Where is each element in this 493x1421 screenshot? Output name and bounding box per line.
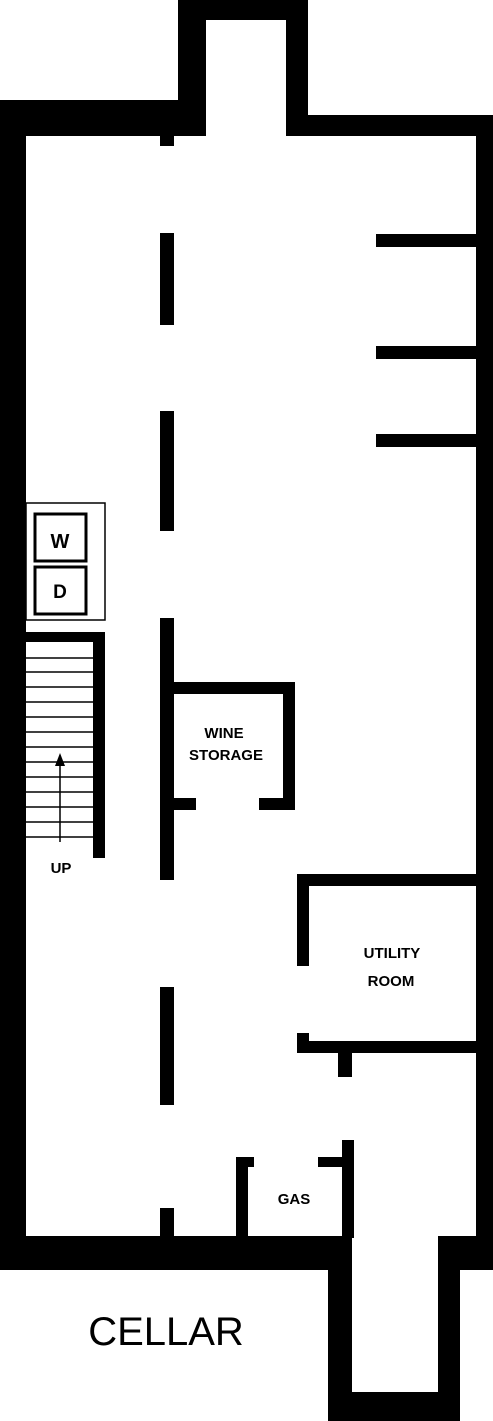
- stair-treads: [26, 657, 93, 838]
- wine-storage-label-line-1: WINE: [204, 725, 243, 742]
- stairs-arrow-icon: [55, 753, 65, 766]
- plan-title: CELLAR: [88, 1310, 244, 1354]
- bottom-ext-left-wall: [328, 1236, 352, 1421]
- bottom-ext-bottom-wall: [328, 1392, 460, 1421]
- utility-room-label-line-2: ROOM: [368, 973, 415, 990]
- gas-closet: [236, 1140, 354, 1238]
- wine-storage: [174, 682, 295, 810]
- top-left-wall: [0, 100, 183, 136]
- top-bump-top-wall: [178, 0, 308, 20]
- closet-dividers: [376, 234, 478, 447]
- stairs-side-wall: [93, 632, 105, 858]
- central-partition: [160, 136, 174, 1238]
- bottom-left-wall: [0, 1236, 352, 1270]
- right-wall: [476, 115, 493, 1270]
- washer-label: W: [51, 531, 70, 553]
- stairs: UP: [26, 632, 105, 877]
- dryer: [33, 565, 88, 616]
- top-bump-left-wall: [178, 0, 206, 136]
- left-wall: [0, 100, 26, 1270]
- wine-storage-label-line-2: STORAGE: [189, 747, 263, 764]
- stairs-label: UP: [51, 860, 72, 877]
- dryer-label: D: [53, 582, 67, 603]
- washer-dryer: W D: [25, 502, 106, 621]
- bottom-ext-right-wall: [438, 1236, 460, 1421]
- stairs-top-wall: [26, 632, 96, 642]
- top-bump-right-wall: [286, 0, 308, 136]
- utility-room: [297, 874, 478, 1077]
- utility-room-label-line-1: UTILITY: [364, 945, 421, 962]
- washer: [33, 512, 88, 563]
- top-right-wall: [286, 115, 493, 136]
- gas-label: GAS: [278, 1191, 311, 1208]
